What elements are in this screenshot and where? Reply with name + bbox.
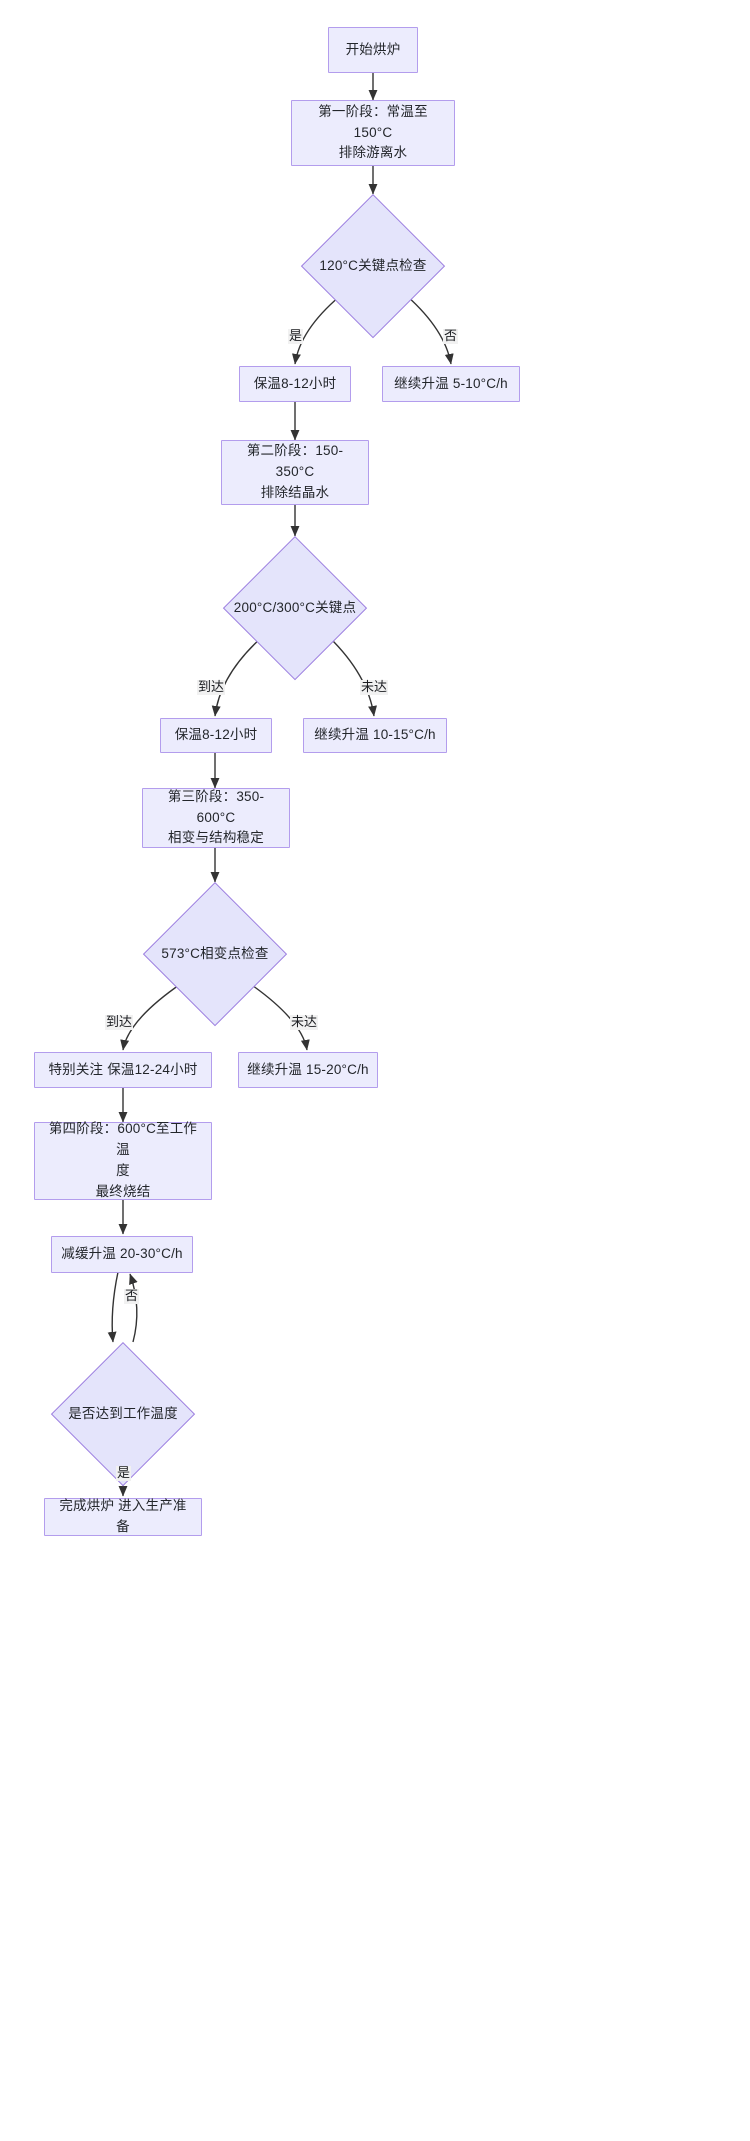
- check573-label: 573°C相变点检查: [161, 945, 269, 961]
- node-stage4[interactable]: 第四阶段：600°C至工作温 度 最终烧结: [34, 1121, 212, 1200]
- edge-slowramp-to-checkwork: [107, 1271, 119, 1343]
- node-check573[interactable]: 573°C相变点检查: [143, 882, 287, 1026]
- edge-label-check120-no: 否: [443, 328, 459, 344]
- node-hold2[interactable]: 保温8-12小时: [160, 718, 272, 753]
- node-slowramp[interactable]: 减缓升温 20-30°C/h: [51, 1236, 193, 1273]
- edge-label-check573-no: 未达: [290, 1014, 319, 1030]
- edge-label-check573-yes: 到达: [105, 1014, 134, 1030]
- node-stage1[interactable]: 第一阶段：常温至150°C 排除游离水: [291, 100, 455, 166]
- checkwork-label: 是否达到工作温度: [68, 1405, 178, 1421]
- edge-label-check200-no: 未达: [360, 679, 389, 695]
- check120-label: 120°C关键点检查: [319, 257, 427, 273]
- edge-label-checkwork-yes: 是: [116, 1465, 132, 1481]
- node-hold1[interactable]: 保温8-12小时: [239, 366, 351, 402]
- node-checkwork[interactable]: 是否达到工作温度: [51, 1342, 195, 1486]
- node-check120[interactable]: 120°C关键点检查: [301, 194, 445, 338]
- edge-label-check200-yes: 到达: [197, 679, 226, 695]
- check200-label: 200°C/300°C关键点: [233, 599, 357, 615]
- node-ramp3[interactable]: 继续升温 15-20°C/h: [238, 1052, 378, 1088]
- edge-checkwork-no-loop: [129, 1273, 138, 1343]
- edge-label-checkwork-no: 否: [124, 1288, 140, 1304]
- node-start[interactable]: 开始烘炉: [328, 27, 418, 73]
- node-stage3[interactable]: 第三阶段：350-600°C 相变与结构稳定: [142, 788, 290, 848]
- edge-label-check120-yes: 是: [288, 328, 304, 344]
- node-hold3[interactable]: 特别关注 保温12-24小时: [34, 1052, 212, 1088]
- node-stage2[interactable]: 第二阶段：150-350°C 排除结晶水: [221, 440, 369, 505]
- node-ramp2[interactable]: 继续升温 10-15°C/h: [303, 718, 447, 753]
- node-check200[interactable]: 200°C/300°C关键点: [223, 536, 367, 680]
- node-ramp1[interactable]: 继续升温 5-10°C/h: [382, 366, 520, 402]
- node-finish[interactable]: 完成烘炉 进入生产准备: [44, 1498, 202, 1536]
